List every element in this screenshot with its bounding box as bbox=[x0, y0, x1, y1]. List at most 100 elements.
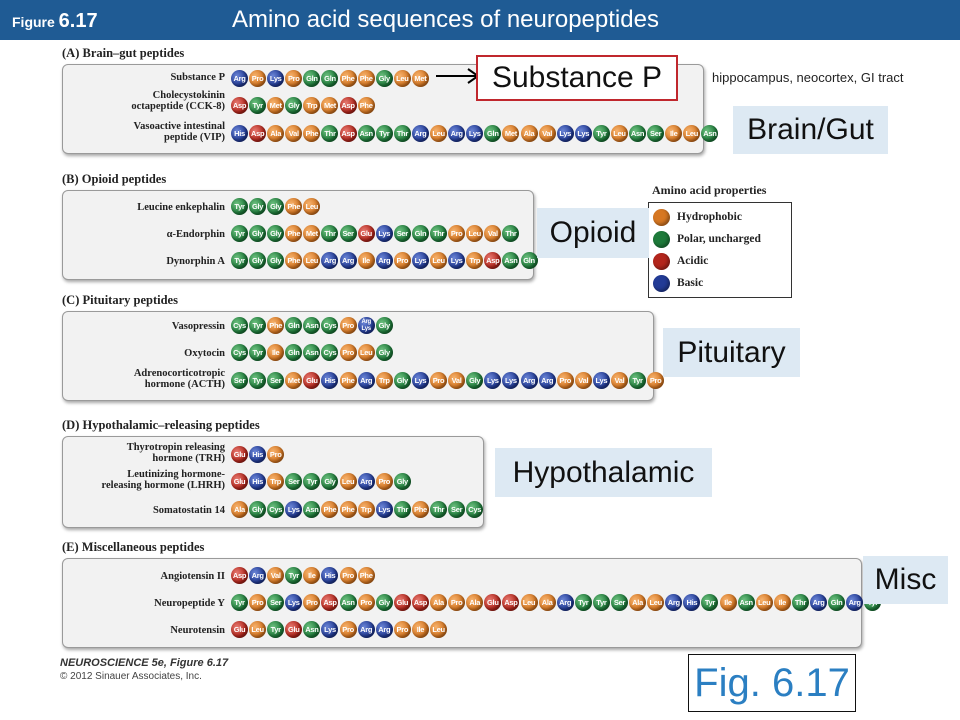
residue-arg: Arg bbox=[321, 252, 339, 269]
residue-pro: Pro bbox=[393, 621, 411, 638]
residue-pro: Pro bbox=[249, 70, 267, 87]
residue-lys: Lys bbox=[411, 252, 429, 269]
residue-cys: Cys bbox=[321, 344, 339, 361]
residue-pro: Pro bbox=[448, 594, 466, 611]
legend-item-basic: Basic bbox=[653, 272, 791, 294]
residue-phe: Phe bbox=[285, 252, 303, 269]
legend-item-polar: Polar, uncharged bbox=[653, 228, 791, 250]
peptide-name: Neurotensin bbox=[170, 625, 225, 636]
peptide-name: Substance P bbox=[170, 72, 225, 83]
residue-ser: Ser bbox=[448, 501, 466, 518]
figure-label: Figure 6.17 bbox=[12, 10, 98, 33]
peptide-name: Dynorphin A bbox=[166, 256, 225, 267]
peptide-name: Cholecystokinin octapeptide (CCK-8) bbox=[131, 90, 225, 112]
residue-phe: Phe bbox=[357, 97, 375, 114]
residue-lys: Lys bbox=[574, 125, 592, 142]
residue-pro: Pro bbox=[303, 594, 321, 611]
residue-leu: Leu bbox=[647, 594, 665, 611]
residue-lys: Lys bbox=[484, 372, 502, 389]
peptide-name: Vasopressin bbox=[171, 321, 225, 332]
residue-pro: Pro bbox=[430, 372, 448, 389]
residue-ala: Ala bbox=[267, 125, 285, 142]
residue-arg: Arg bbox=[231, 70, 248, 87]
residue-glu: Glu bbox=[484, 594, 502, 611]
residue-pro: Pro bbox=[267, 446, 285, 463]
residue-val: Val bbox=[484, 225, 502, 242]
residue-asn: Asn bbox=[303, 501, 321, 518]
residue-gly: Gly bbox=[321, 473, 339, 490]
residue-gly: Gly bbox=[249, 225, 267, 242]
callout-hypothalamic: Hypothalamic bbox=[495, 448, 712, 497]
residue-ala: Ala bbox=[231, 501, 248, 518]
residue-met: Met bbox=[321, 97, 339, 114]
residue-tyr: Tyr bbox=[249, 317, 267, 334]
residue-gly: Gly bbox=[249, 252, 267, 269]
residue-leu: Leu bbox=[357, 344, 375, 361]
peptide-name: α-Endorphin bbox=[166, 229, 225, 240]
residue-asn: Asn bbox=[701, 125, 719, 142]
residue-arg: Arg bbox=[357, 473, 375, 490]
residue-tyr: Tyr bbox=[629, 372, 647, 389]
peptide-name: Oxytocin bbox=[184, 348, 225, 359]
residue-gly: Gly bbox=[375, 344, 393, 361]
residue-tyr: Tyr bbox=[592, 594, 610, 611]
residue-phe: Phe bbox=[357, 70, 375, 87]
residue-leu: Leu bbox=[249, 621, 267, 638]
callout-opioid: Opioid bbox=[537, 208, 649, 258]
residue-asp: Asp bbox=[484, 252, 502, 269]
residue-tyr: Tyr bbox=[303, 473, 321, 490]
residue-gln: Gln bbox=[484, 125, 502, 142]
residue-leu: Leu bbox=[683, 125, 701, 142]
residue-arg: Arg bbox=[249, 567, 267, 584]
residue-pro: Pro bbox=[339, 317, 357, 334]
residue-pro: Pro bbox=[285, 70, 303, 87]
residue-glu: Glu bbox=[231, 446, 248, 463]
residue-ala: Ala bbox=[629, 594, 647, 611]
residue-trp: Trp bbox=[466, 252, 484, 269]
page-title: Amino acid sequences of neuropeptides bbox=[232, 6, 659, 33]
residue-val: Val bbox=[610, 372, 628, 389]
residue-ile: Ile bbox=[665, 125, 683, 142]
residue-phe: Phe bbox=[303, 125, 321, 142]
residue-asn: Asn bbox=[339, 594, 357, 611]
residue-ser: Ser bbox=[285, 473, 303, 490]
residue-cys: Cys bbox=[231, 344, 248, 361]
peptide-name: Somatostatin 14 bbox=[152, 505, 225, 516]
residue-pro: Pro bbox=[339, 567, 357, 584]
residue-gly: Gly bbox=[393, 473, 411, 490]
residue-ser: Ser bbox=[339, 225, 357, 242]
residue-pro: Pro bbox=[556, 372, 574, 389]
residue-asn: Asn bbox=[629, 125, 647, 142]
residue-thr: Thr bbox=[321, 125, 339, 142]
residue-gln: Gln bbox=[285, 317, 303, 334]
residue-arg: Arg bbox=[538, 372, 556, 389]
header-bar bbox=[0, 0, 960, 40]
residue-leu: Leu bbox=[303, 198, 321, 215]
residue-tyr: Tyr bbox=[231, 225, 248, 242]
residue-lys: Lys bbox=[285, 501, 303, 518]
residue-ser: Ser bbox=[610, 594, 628, 611]
residue-leu: Leu bbox=[303, 252, 321, 269]
section-title-b: (B) Opioid peptides bbox=[62, 172, 167, 186]
residue-gly: Gly bbox=[466, 372, 484, 389]
residue-gln: Gln bbox=[520, 252, 538, 269]
residue-arg: Arg bbox=[357, 372, 375, 389]
residue-pro: Pro bbox=[647, 372, 665, 389]
residue-gln: Gln bbox=[828, 594, 846, 611]
residue-ser: Ser bbox=[647, 125, 665, 142]
residue-pro: Pro bbox=[339, 621, 357, 638]
residue-lys: Lys bbox=[556, 125, 574, 142]
residue-tyr: Tyr bbox=[231, 594, 248, 611]
legend-label: Hydrophobic bbox=[677, 211, 742, 223]
residue-leu: Leu bbox=[430, 252, 448, 269]
